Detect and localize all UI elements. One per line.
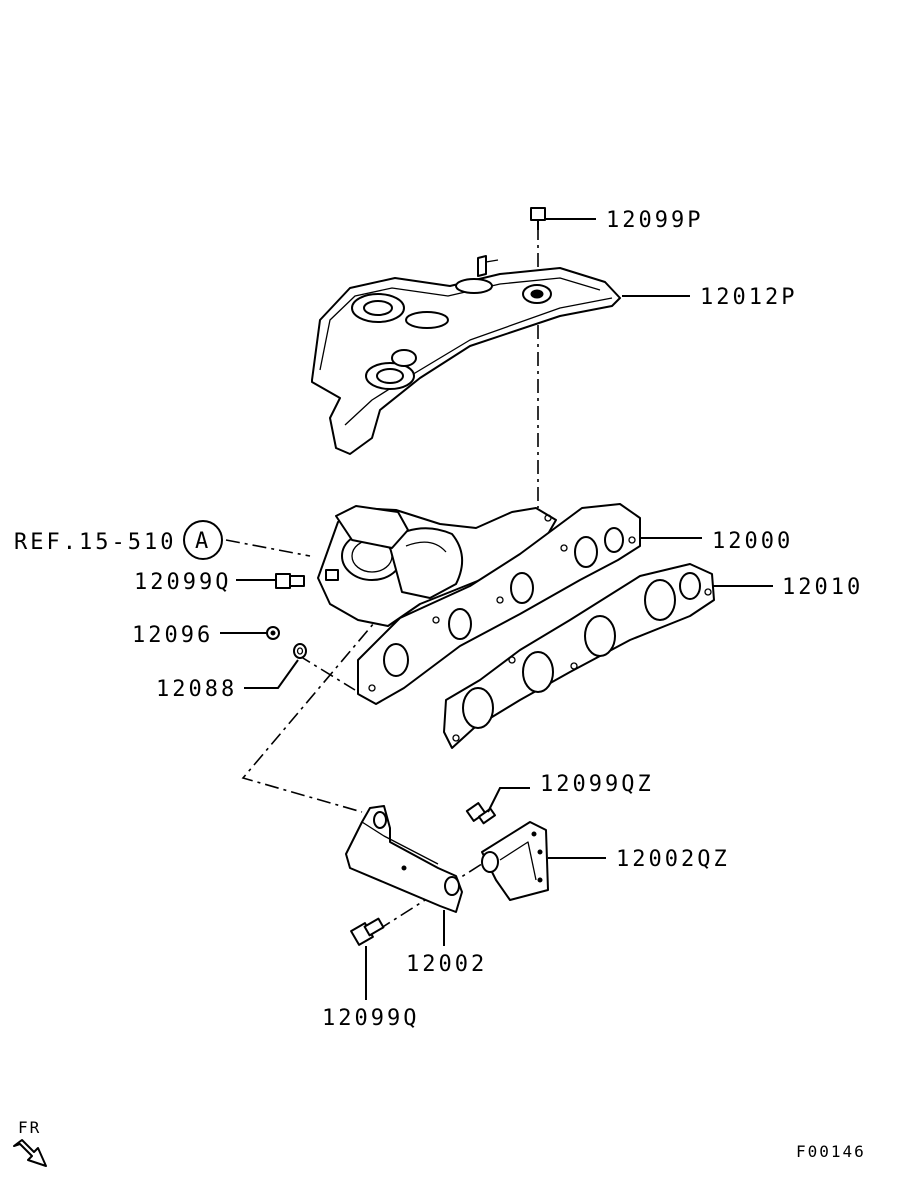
manifold-stay-part: [345, 805, 463, 913]
stay-bracket-part: [481, 821, 549, 901]
label-12099P: 12099P: [606, 208, 703, 233]
label-12096: 12096: [132, 623, 213, 648]
leader-lines: [220, 218, 773, 1000]
stay-lower-bolt-part: [350, 917, 385, 946]
stud-bolt-part: [275, 573, 305, 589]
label-12099Q-lower: 12099Q: [322, 1006, 419, 1031]
label-12099Q-upper: 12099Q: [134, 570, 231, 595]
exhaust-manifold-part: [317, 503, 641, 705]
label-12002: 12002: [406, 952, 487, 977]
washer-part: [293, 643, 307, 659]
figure-code: F00146: [796, 1142, 866, 1161]
nut-part: [266, 626, 280, 640]
stay-bolt-part: [465, 802, 497, 825]
front-direction-label: FR: [18, 1118, 41, 1137]
manifold-gasket-part: [443, 563, 715, 749]
reference-label: REF.15-510: [14, 530, 176, 555]
label-12010: 12010: [782, 575, 863, 600]
label-12012P: 12012P: [700, 285, 797, 310]
label-12088: 12088: [156, 677, 237, 702]
label-12002QZ: 12002QZ: [616, 847, 730, 872]
reference-marker: A: [183, 520, 223, 560]
svg-text:A: A: [195, 529, 208, 554]
front-direction-arrow-icon: [13, 1139, 47, 1167]
label-12000: 12000: [712, 529, 793, 554]
label-12099QZ: 12099QZ: [540, 772, 654, 797]
upper-bolt-part: [530, 207, 546, 230]
heat-protector-part: [311, 255, 621, 455]
